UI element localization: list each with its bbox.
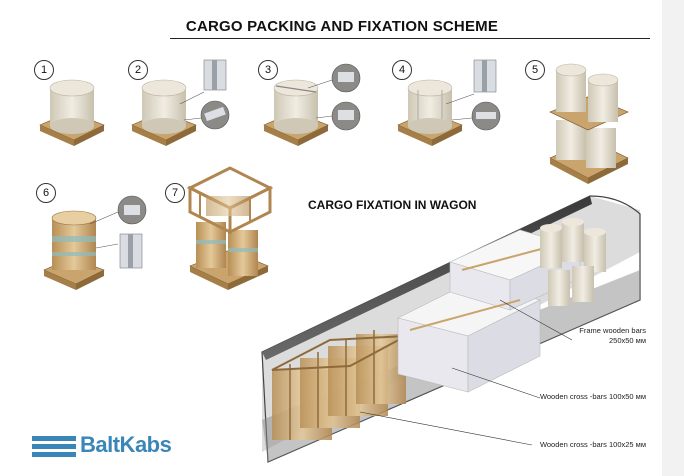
- wagon-cutaway: [261, 195, 641, 463]
- wagon-drums: [540, 218, 606, 306]
- label-cross-bars-100x25: Wooden cross -bars 100x25 мм: [539, 440, 646, 449]
- step-3-drum: [263, 63, 361, 146]
- logo-text: BaltKabs: [80, 432, 172, 457]
- page-edge-strip: [662, 0, 684, 476]
- wagon-section-title: CARGO FIXATION IN WAGON: [308, 198, 477, 212]
- label-frame-bars: Frame wooden bars 250x50 мм: [579, 326, 646, 345]
- step-number-1: 1: [34, 60, 54, 80]
- step-number-7: 7: [165, 183, 185, 203]
- step-1-drum: [39, 79, 105, 146]
- step-5-stacked-drums: [549, 63, 629, 184]
- step-number-2: 2: [128, 60, 148, 80]
- wagon-wrapped-boxes: [397, 229, 581, 393]
- step-number-4: 4: [392, 60, 412, 80]
- step-number-6: 6: [36, 183, 56, 203]
- step-7-framed-drums: [186, 166, 274, 290]
- title-underline: [170, 38, 650, 39]
- step-2-drum: [131, 59, 230, 146]
- wagon-wooden-crates: [271, 330, 407, 440]
- step-number-5: 5: [525, 60, 545, 80]
- brand-logo: BaltKabs: [30, 432, 172, 458]
- step-6-wood-drum: [43, 195, 147, 290]
- label-cross-bars-100x50: Wooden cross -bars 100x50 мм: [539, 392, 646, 401]
- step-number-3: 3: [258, 60, 278, 80]
- page-title: CARGO PACKING AND FIXATION SCHEME: [185, 18, 499, 35]
- step-4-drum: [397, 59, 501, 146]
- baltkabs-logo-icon: [32, 436, 76, 457]
